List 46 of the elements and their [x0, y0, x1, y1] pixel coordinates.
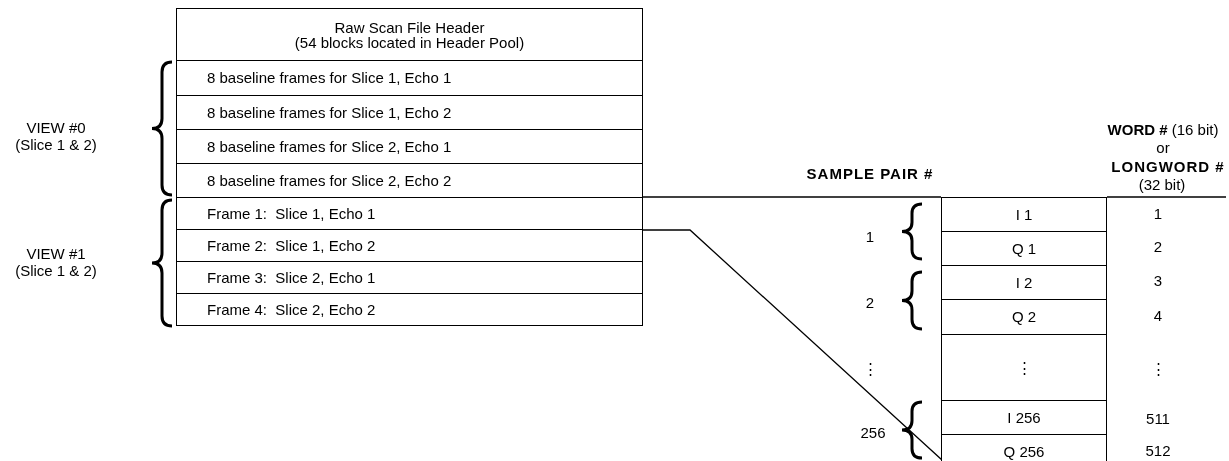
- table-row: [176, 261, 643, 294]
- table-row: [176, 60, 643, 96]
- row-text: 8 baseline frames for Slice 2, Echo 2: [206, 171, 453, 190]
- word-number: 2: [1153, 237, 1163, 255]
- row-text: I 1: [1014, 205, 1034, 224]
- row-text: I 256: [1006, 408, 1042, 427]
- word-number: 1: [1153, 204, 1163, 222]
- row-text: Frame 2: Slice 1, Echo 2: [206, 236, 377, 255]
- row-text: Frame 4: Slice 2, Echo 2: [206, 300, 377, 319]
- table-row: [176, 95, 643, 130]
- column-heading: LONGWORD #: [1111, 157, 1225, 175]
- pair-number: 1: [865, 227, 875, 245]
- row-text: Frame 3: Slice 2, Echo 1: [206, 268, 377, 287]
- row-text: Q 1: [1010, 239, 1038, 258]
- header-note: (54 blocks located in Header Pool): [293, 34, 526, 50]
- word-number: 511: [1146, 409, 1170, 427]
- expansion-line: [642, 229, 943, 461]
- row-text: 8 baseline frames for Slice 2, Echo 1: [206, 137, 453, 156]
- word-number: 4: [1153, 306, 1163, 324]
- header-title: Raw Scan File Header: [333, 19, 486, 35]
- column-heading: SAMPLE PAIR #: [806, 164, 934, 182]
- column-heading: or: [1156, 138, 1170, 156]
- row-text: I 2: [1014, 273, 1034, 292]
- row-text: ⋮: [1015, 358, 1033, 377]
- row-text: 8 baseline frames for Slice 1, Echo 1: [206, 69, 453, 87]
- word-number: 3: [1153, 271, 1163, 289]
- row-text: 8 baseline frames for Slice 1, Echo 2: [206, 103, 453, 122]
- row-text: Frame 1: Slice 1, Echo 1: [206, 204, 377, 223]
- word-number: 512: [1145, 441, 1171, 459]
- table-row: [176, 129, 643, 164]
- group-label: VIEW #1 (Slice 1 & 2): [14, 245, 98, 279]
- expansion-line: [642, 196, 942, 198]
- column-heading: (32 bit): [1138, 175, 1186, 193]
- table-row: [176, 229, 643, 262]
- pair-number: 2: [865, 293, 875, 311]
- table-row: [176, 197, 643, 230]
- row-text: Q 2: [1010, 308, 1038, 326]
- row-text: Q 256: [1002, 442, 1046, 461]
- table-row: [176, 293, 643, 326]
- group-label: VIEW #0 (Slice 1 & 2): [14, 119, 98, 153]
- pair-number: 256: [860, 423, 886, 441]
- table-row: [176, 163, 643, 198]
- column-heading: WORD # (16 bit): [1107, 120, 1219, 138]
- ellipsis-dots: ⋮: [1150, 359, 1166, 377]
- header-row: [176, 8, 643, 61]
- ellipsis-dots: ⋮: [862, 359, 878, 377]
